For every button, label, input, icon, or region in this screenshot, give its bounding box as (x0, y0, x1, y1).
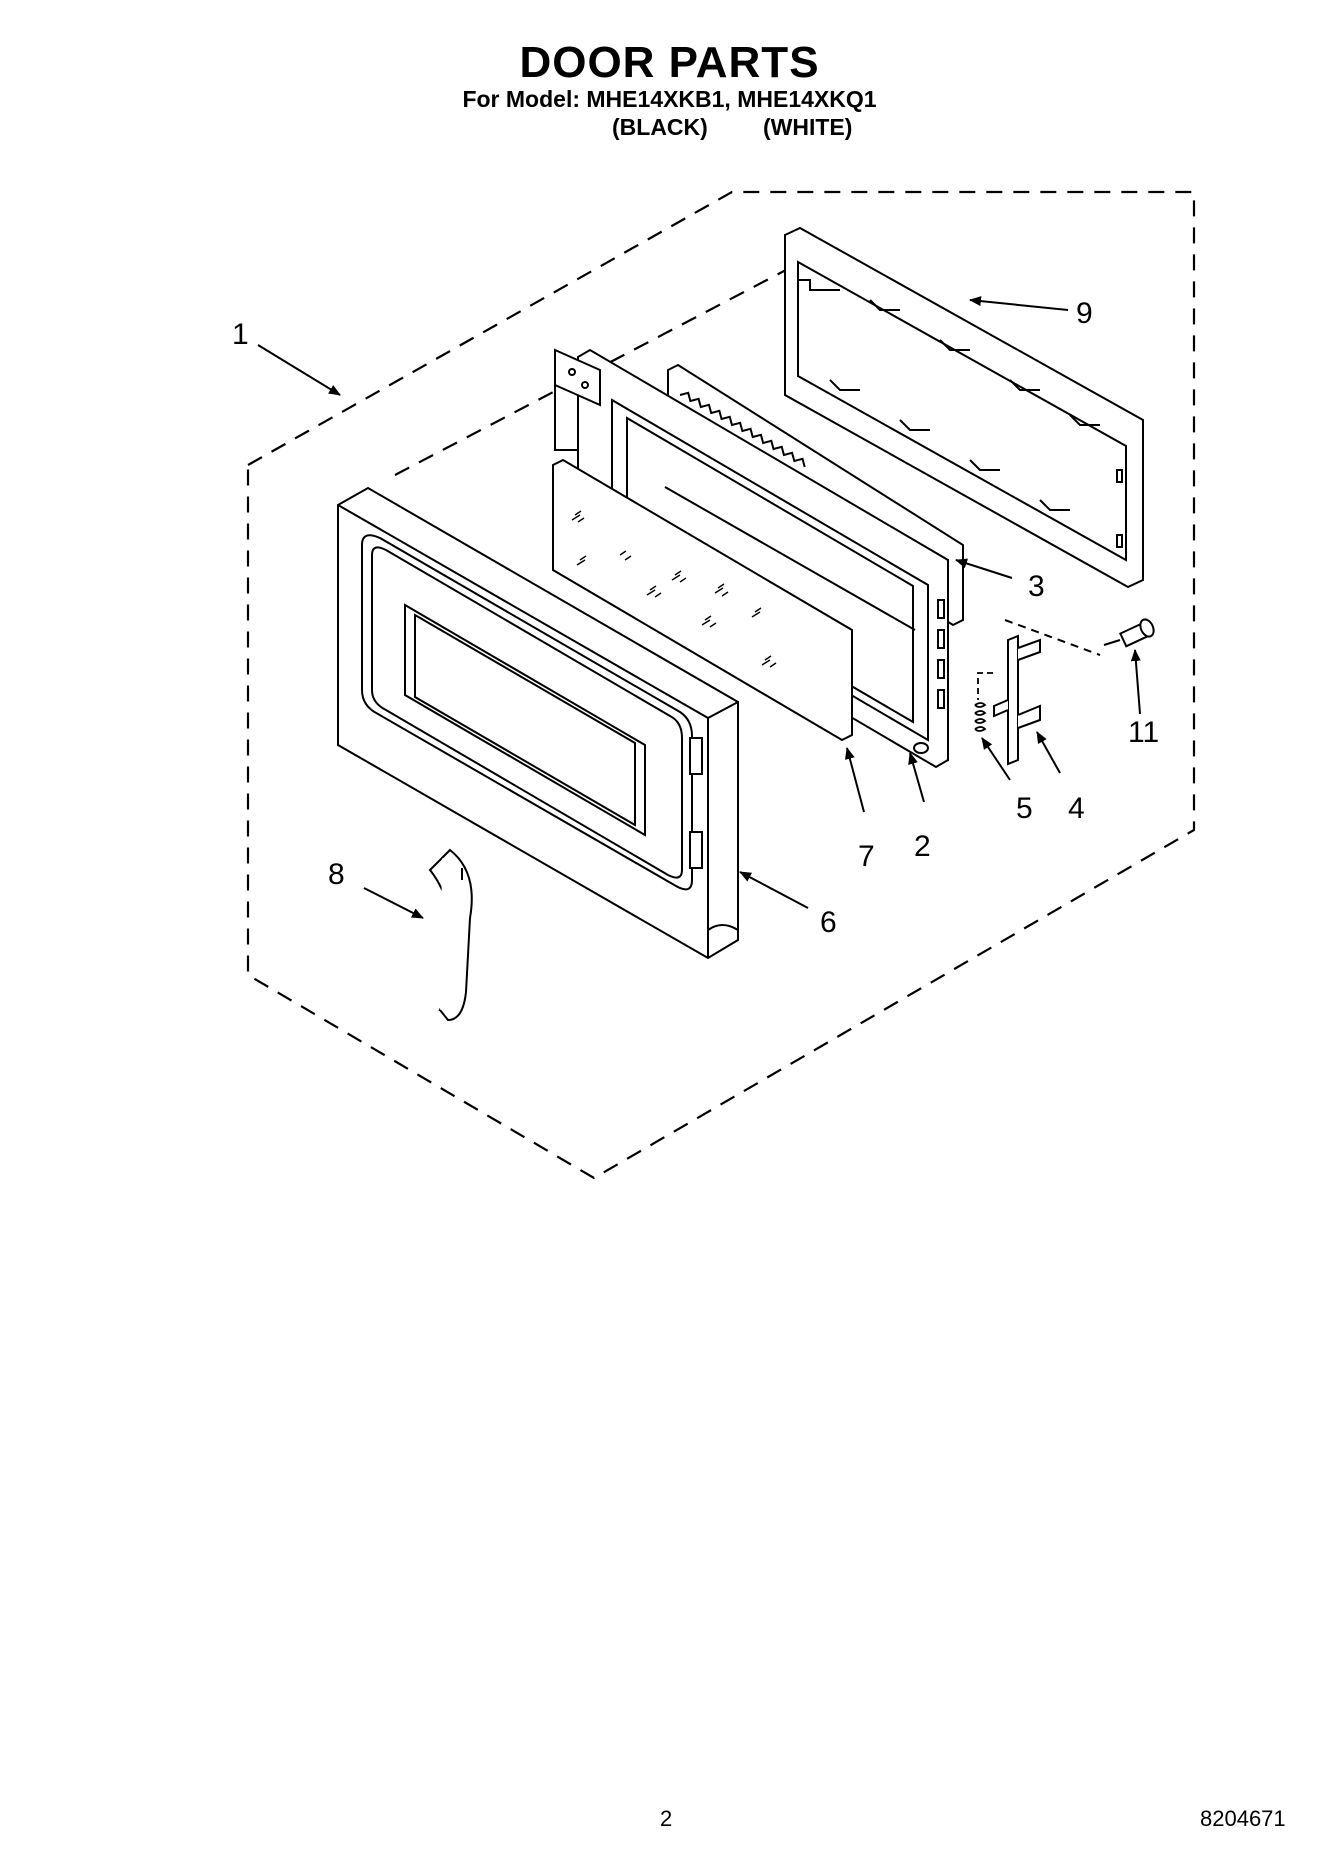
door-frame-part-9 (784, 226, 1144, 589)
glass-panel-part-7 (552, 458, 853, 742)
inner-door-panel-part-2 (554, 348, 949, 769)
color-label-black: (BLACK) (612, 114, 708, 140)
callout-11: 11 (1128, 716, 1159, 749)
model-line: For Model: MHE14XKB1, MHE14XKQ1 (462, 86, 877, 112)
outer-door-part-6 (337, 486, 739, 960)
page-title: DOOR PARTS (519, 38, 820, 87)
callout-5: 5 (1016, 792, 1033, 825)
handle-part-8 (428, 848, 473, 1022)
callout-6: 6 (820, 906, 837, 939)
callout-3: 3 (1028, 570, 1045, 603)
document-number: 8204671 (1200, 1806, 1286, 1831)
callout-labels: 1 9 3 11 5 4 7 2 8 6 (232, 297, 1159, 939)
callout-8: 8 (328, 858, 345, 891)
callout-2: 2 (914, 830, 931, 863)
callout-1: 1 (232, 318, 249, 351)
latch-part-4 (993, 634, 1041, 766)
color-label-white: (WHITE) (763, 114, 853, 140)
page-number: 2 (660, 1806, 673, 1831)
callout-9: 9 (1076, 297, 1093, 330)
callout-4: 4 (1068, 792, 1085, 825)
callout-arrows (257, 296, 1141, 919)
callout-7: 7 (858, 840, 875, 873)
screw-part-11 (1103, 618, 1155, 648)
spring-part-5 (974, 672, 993, 732)
